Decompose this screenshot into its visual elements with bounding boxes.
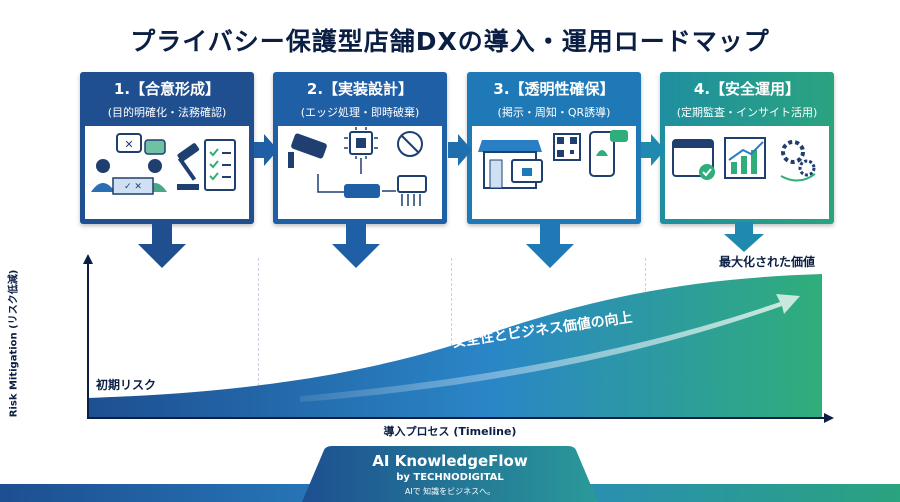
trend-arrow: [300, 294, 800, 402]
step-subtitle: (目的明確化・法務確認): [107, 106, 227, 119]
step-header: 4.【安全運用】 (定期監査・インサイト活用): [660, 72, 834, 126]
checklist-icon: [204, 139, 236, 191]
svg-text:✓ ✕: ✓ ✕: [124, 182, 142, 192]
step-subtitle: (掲示・周知・QR誘導): [497, 106, 611, 119]
arrow-down-icon: [332, 222, 380, 268]
footer-brand: AI KnowledgeFlow: [372, 452, 528, 470]
step-card-consensus: 1.【合意形成】 (目的明確化・法務確認) ✕ ✓ ✕: [80, 72, 254, 224]
arrow-right-icon: [641, 134, 665, 166]
svg-text:✕: ✕: [124, 138, 133, 151]
x-axis-label: 導入プロセス (Timeline): [383, 425, 517, 438]
end-label: 最大化された価値: [719, 255, 816, 269]
step-title: 3.【透明性確保】: [493, 80, 615, 98]
step-header: 3.【透明性確保】 (掲示・周知・QR誘導): [467, 72, 641, 126]
no-cloud-icon: [397, 131, 423, 157]
step-card-transparency: 3.【透明性確保】 (掲示・周知・QR誘導): [467, 72, 641, 224]
arrow-down-icon: [724, 222, 764, 252]
step-header: 1.【合意形成】 (目的明確化・法務確認): [80, 72, 254, 126]
step-title: 2.【実装設計】: [306, 80, 414, 98]
step-card-operation: 4.【安全運用】 (定期監査・インサイト活用): [660, 72, 834, 224]
step-illustration: [472, 126, 636, 219]
start-label: 初期リスク: [96, 378, 157, 392]
y-axis-label: Risk Mitigation (リスク低減): [8, 269, 20, 418]
x-axis-arrowhead: [824, 413, 834, 423]
page-title: プライバシー保護型店舗DXの導入・運用ロードマップ: [130, 27, 770, 56]
step-title: 4.【安全運用】: [693, 80, 801, 98]
footer-by: by TECHNODIGITAL: [396, 472, 504, 483]
notice-sign-icon: [511, 159, 543, 183]
step-illustration: [278, 126, 442, 219]
step-header: 2.【実装設計】 (エッジ処理・即時破棄): [273, 72, 447, 126]
arrow-right-icon: [254, 134, 278, 166]
phase-divider: [451, 258, 452, 416]
edge-device-icon: [344, 184, 380, 198]
step-illustration: [665, 126, 829, 219]
shredder-icon: [397, 175, 427, 206]
step-title: 1.【合意形成】: [113, 80, 221, 98]
value-area: [88, 274, 822, 417]
step-card-design: 2.【実装設計】 (エッジ処理・即時破棄): [273, 72, 447, 224]
y-axis-arrowhead: [83, 254, 93, 264]
gavel-icon: [177, 143, 200, 190]
gears-cycle-icon: [780, 140, 816, 182]
step-subtitle: (エッジ処理・即時破棄): [300, 106, 420, 119]
chip-icon: [344, 127, 378, 159]
arrow-down-icon: [138, 222, 186, 268]
footer-tab: [302, 446, 598, 502]
phase-divider: [258, 258, 259, 416]
qr-code-icon: [553, 133, 581, 161]
camera-icon: [288, 133, 327, 168]
step-subtitle: (定期監査・インサイト活用): [676, 106, 818, 119]
arrow-down-icon: [526, 222, 574, 268]
arrow-right-icon: [448, 134, 472, 166]
smartphone-icon: [589, 130, 628, 177]
meeting-icon: ✕ ✓ ✕: [91, 133, 167, 195]
footer-tagline: AIで 知識をビジネスへ。: [404, 487, 496, 496]
step-illustration: ✕ ✓ ✕: [85, 126, 249, 219]
calendar-check-icon: [672, 139, 715, 180]
growth-chart-icon: [724, 137, 766, 179]
